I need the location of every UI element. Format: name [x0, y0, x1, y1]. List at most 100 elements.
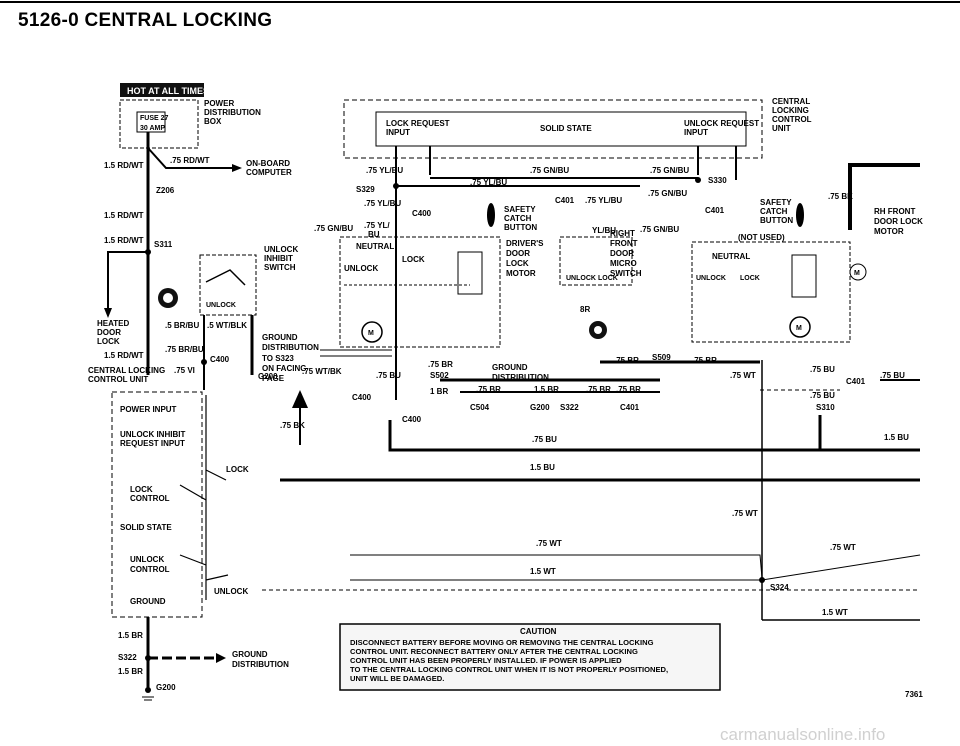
wire-label-wt-4: 1.5 WT: [530, 567, 556, 576]
ground-dist-center-2: DISTRIBUTION: [492, 373, 549, 382]
svg-text:M: M: [854, 270, 860, 277]
cu-left-label-2: CONTROL UNIT: [88, 375, 148, 384]
cu-power-input: POWER INPUT: [120, 405, 177, 414]
wire-label-rdwt-3: 1.5 RD/WT: [104, 236, 144, 245]
ground-dist-label-5: PAGE: [262, 374, 285, 383]
connector-c401-b: C401: [705, 206, 725, 215]
rh-motor-label-2: DOOR LOCK: [874, 217, 923, 226]
cu-unlock-control-1: UNLOCK: [130, 555, 164, 564]
wire-label-gnbu-5: .75 GN/BU: [640, 225, 679, 234]
cu-lock: LOCK: [226, 465, 249, 474]
connector-g200-a: G200: [258, 372, 278, 381]
hot-at-all-times-badge: [120, 83, 204, 97]
ground-dist-center-1: GROUND: [492, 363, 528, 372]
wire-label-bu-6: 1.5 BU: [884, 433, 909, 442]
wire-bu-center: [388, 420, 820, 452]
connector-g200-c: G200: [156, 683, 176, 692]
ground-dist-bottom-2: DISTRIBUTION: [232, 660, 289, 669]
rf-micro-label-3: DOOR: [610, 249, 634, 258]
splice-s324-dot: [759, 577, 765, 583]
caution-title: CAUTION: [520, 627, 557, 636]
wire-label-gnbu-4: .75 GN/BU: [314, 224, 353, 233]
wire-label-ylbu-4: .75 YL/BU: [585, 196, 622, 205]
power-distribution-label-2: DISTRIBUTION: [204, 108, 261, 117]
wire-heated-door-lock: [107, 251, 148, 310]
wire-label-gnbu-2: .75 GN/BU: [650, 166, 689, 175]
cu-top-label-3: CONTROL: [772, 115, 812, 124]
rh-motor-label-1: RH FRONT: [874, 207, 915, 216]
power-distribution-box: [119, 99, 199, 149]
connector-s324: S324: [770, 583, 789, 592]
safety-catch-label-2: CATCH: [504, 214, 532, 223]
wire-label-brbu-2: .75 BR/BU: [165, 345, 204, 354]
drivers-motor-symbol: [361, 321, 383, 343]
connector-z206: Z206: [156, 186, 175, 195]
cu-unlock-control-2: CONTROL: [130, 565, 170, 574]
heated-door-lock-label-3: LOCK: [97, 337, 120, 346]
hot-at-all-times-label: HOT AT ALL TIMES: [127, 86, 209, 96]
drivers-motor-label-2: DOOR: [506, 249, 530, 258]
safety-catch-button: [487, 203, 495, 227]
safety-right-label-3: BUTTON: [760, 216, 793, 225]
wire-label-bu-1: .75 BU: [376, 371, 401, 380]
rh-motor-label-3: MOTOR: [874, 227, 904, 236]
caution-line-1: DISCONNECT BATTERY BEFORE MOVING OR REMO…: [350, 638, 654, 647]
wire-label-ylbu-short: YL/BU: [592, 226, 616, 235]
lock-request-input-2: INPUT: [386, 128, 410, 137]
rh-front-door-lock-motor-box: [691, 241, 851, 343]
arrow-ground-dist-bottom: [216, 653, 226, 663]
wire-label-rdwt-075: .75 RD/WT: [170, 156, 210, 165]
cu-unlock-inhibit-1: UNLOCK INHIBIT: [120, 430, 185, 439]
safety-catch-button-right: [796, 203, 804, 227]
safety-right-label-4: (NOT USED): [738, 233, 785, 242]
wire-label-rdwt-2: 1.5 RD/WT: [104, 211, 144, 220]
wire-label-br-3: .75 BR: [476, 385, 501, 394]
connector-c400-b: C400: [412, 209, 432, 218]
connector-s502: S502: [430, 371, 449, 380]
connector-c400-c: C400: [352, 393, 372, 402]
caution-line-4: TO THE CENTRAL LOCKING CONTROL UNIT WHEN…: [350, 665, 668, 674]
safety-right-label-1: SAFETY: [760, 198, 792, 207]
wire-label-ylbu-3: .75 YL/BU: [364, 199, 401, 208]
wire-label-br-6: .75 BR: [616, 385, 641, 394]
heated-door-lock-label-2: DOOR: [97, 328, 121, 337]
rf-micro-label-4: MICRO: [610, 259, 637, 268]
ground-dist-label-2: DISTRIBUTION: [262, 343, 319, 352]
cu-top-label-1: CENTRAL: [772, 97, 810, 106]
connector-s329: S329: [356, 185, 375, 194]
drivers-actuator: [457, 251, 483, 295]
cu-top-label-2: LOCKING: [772, 106, 809, 115]
switch-unlock-label: UNLOCK: [206, 302, 236, 309]
cu-left-label-1: CENTRAL LOCKING: [88, 366, 165, 375]
cu-solid-state: SOLID STATE: [120, 523, 172, 532]
cu-ground: GROUND: [130, 597, 166, 606]
rh-actuator: [791, 254, 817, 298]
power-distribution-label-1: POWER: [204, 99, 234, 108]
unlock-request-input-1: UNLOCK REQUEST: [684, 119, 759, 128]
wire-label-wt-1: .75 WT: [730, 371, 756, 380]
arrow-on-board-computer: [232, 164, 242, 172]
fuse-amp-label: 30 AMP: [140, 125, 165, 132]
ground-dist-label-3: TO S323: [262, 354, 294, 363]
drivers-door-lock-motor-box: [339, 236, 501, 348]
wire-label-bu-5: .75 BU: [532, 435, 557, 444]
caution-line-3: CONTROL UNIT HAS BEEN PROPERLY INSTALLED…: [350, 656, 622, 665]
wire-label-br-5: .75 BR: [586, 385, 611, 394]
lock-request-input-1: LOCK REQUEST: [386, 119, 450, 128]
wire-label-br-9: 8R: [580, 305, 590, 314]
cu-unlock-inhibit-2: REQUEST INPUT: [120, 439, 185, 448]
arrow-bk: [292, 390, 308, 408]
connector-s311: S311: [154, 240, 173, 249]
wire-label-yl: .75 YL/: [364, 221, 390, 230]
wire-label-wtbk: .75 WT/BK: [302, 367, 342, 376]
unlock-inhibit-switch-box: [199, 254, 257, 316]
rh-motor-symbol: [789, 316, 811, 338]
ground-g200-dot: [145, 687, 151, 693]
connector-c401-a: C401: [555, 196, 575, 205]
safety-catch-label-3: BUTTON: [504, 223, 537, 232]
cu-top-label-4: UNIT: [772, 124, 791, 133]
right-front-micro-switch-box: [559, 236, 633, 286]
rf-micro-unlock: UNLOCK: [566, 275, 596, 282]
rf-micro-label-2: FRONT: [610, 239, 638, 248]
page-title: 5126-0 CENTRAL LOCKING: [18, 10, 273, 31]
